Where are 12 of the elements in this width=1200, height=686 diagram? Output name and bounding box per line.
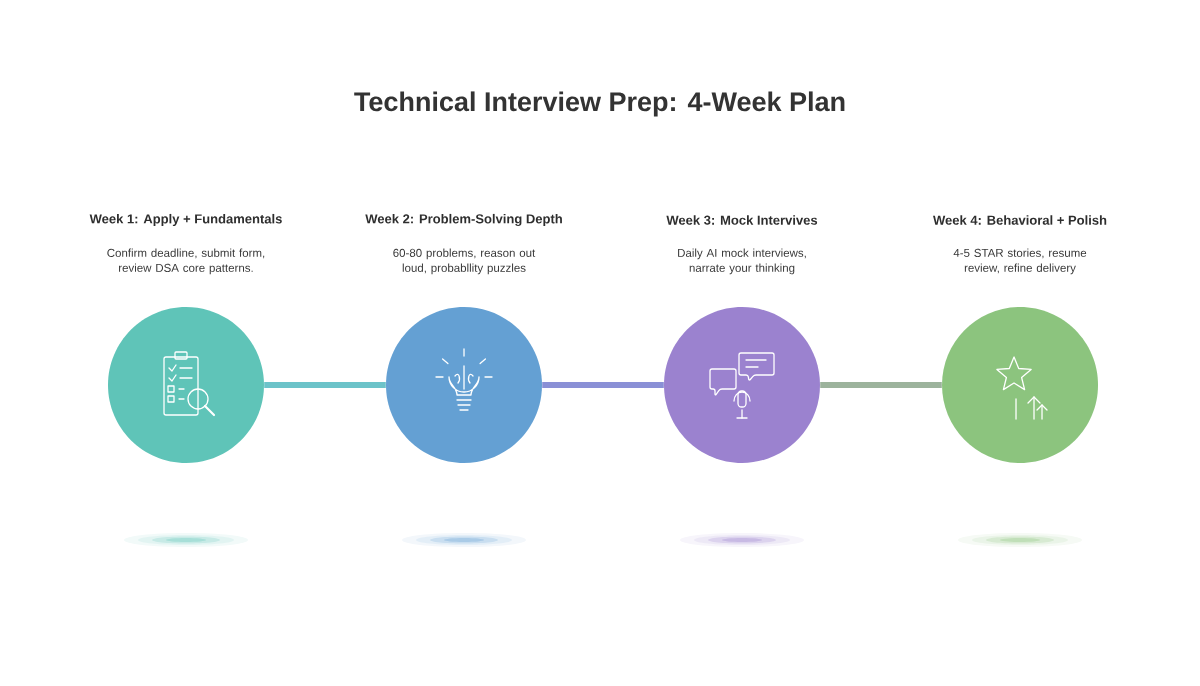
week-heading: Week 2: Problem-Solving Depth: [365, 213, 562, 227]
connector-line: [542, 382, 664, 388]
week-heading: Week 3: Mock Intervives: [666, 215, 818, 225]
week-description: Daily AI mock interviews, narrate your thinking: [678, 248, 806, 275]
week-description: 4-5 STAR stories, resume review, refine delivery: [953, 248, 1087, 275]
title: Technical Interview Prep: 4-Week Plan: [354, 91, 845, 117]
week-description: 60-80 problems, reason out loud, probabllity puzzles: [393, 248, 536, 275]
week-heading: Week 1: Apply + Fundamentals: [89, 213, 282, 227]
connector-line: [264, 382, 386, 388]
week-heading: Week 4: Behavioral + Polish: [933, 215, 1107, 225]
week-description: Confirm deadline, submit form, review DSA core patterns.: [107, 248, 265, 275]
connector-line: [820, 382, 942, 388]
